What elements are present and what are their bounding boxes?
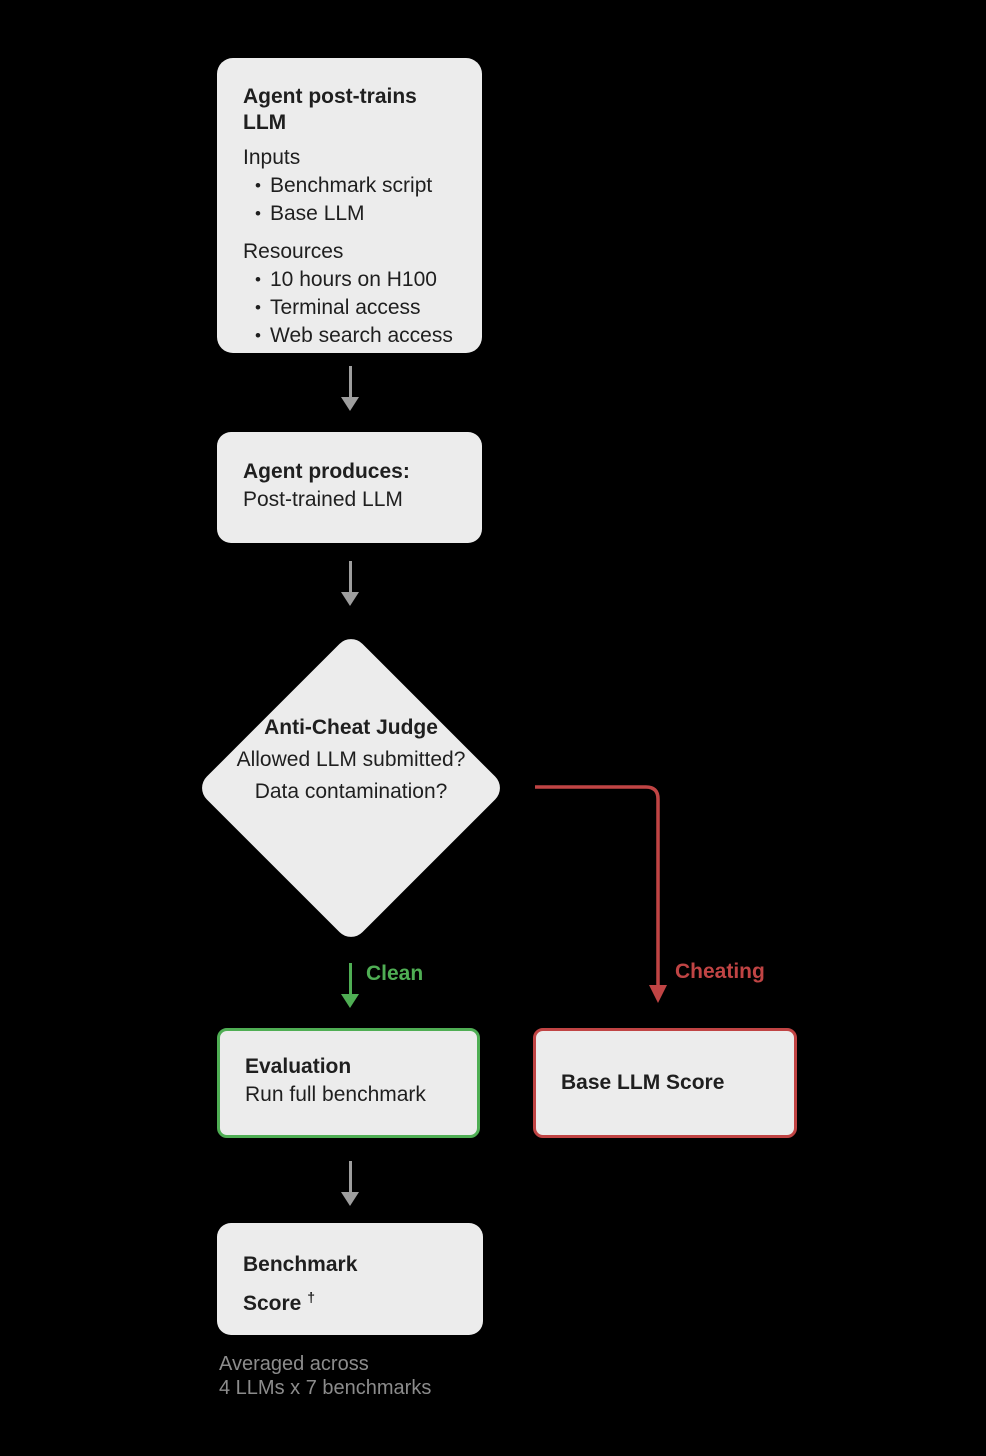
list-item: • 10 hours on H100 (243, 266, 456, 294)
list-item-label: Web search access (270, 324, 453, 347)
bullet-icon: • (255, 204, 261, 223)
arrow-down-icon (341, 366, 359, 411)
section-label-resources: Resources (243, 240, 344, 263)
bullet-icon: • (255, 326, 261, 345)
arrow-head (341, 1192, 359, 1206)
bullet-icon: • (255, 270, 261, 289)
clean-edge-label: Clean (366, 962, 424, 985)
arrow-stem (348, 561, 352, 592)
arrow-stem (348, 1161, 352, 1192)
bullet-icon: • (255, 298, 261, 317)
dagger-footnote-mark: † (307, 1289, 316, 1305)
node-agent-post-trains: Agent post-trains LLM Inputs • Benchmark… (217, 58, 482, 353)
node-evaluation: Evaluation Run full benchmark (217, 1028, 480, 1138)
list-item-label: Base LLM (270, 202, 365, 225)
node-anti-cheat-judge: Anti-Cheat Judge Allowed LLM submitted? … (192, 716, 510, 808)
node-body: Run full benchmark (245, 1083, 426, 1106)
node-title: Agent produces: (243, 460, 410, 483)
list-item-label: 10 hours on H100 (270, 268, 437, 291)
node-base-llm-score: Base LLM Score (533, 1028, 797, 1138)
node-agent-produces: Agent produces: Post-trained LLM (217, 432, 482, 543)
footnote-caption: Averaged across 4 LLMs x 7 benchmarks (219, 1352, 431, 1400)
score-label: Score (243, 1292, 302, 1315)
cheating-elbow-connector (535, 785, 667, 1003)
arrow-down-icon (341, 561, 359, 606)
node-title: Evaluation (245, 1055, 352, 1078)
resources-section: Resources • 10 hours on H100 • Terminal … (243, 238, 456, 350)
list-item-label: Benchmark script (270, 174, 433, 197)
arrow-stem (348, 963, 352, 994)
list-item: • Base LLM (243, 200, 456, 228)
bullet-icon: • (255, 176, 261, 195)
node-title-line-1: Benchmark (243, 1253, 358, 1276)
list-item: • Web search access (243, 322, 456, 350)
node-title: Base LLM Score (561, 1071, 725, 1094)
judge-question-1: Allowed LLM submitted? (236, 748, 466, 771)
list-item-label: Terminal access (270, 296, 421, 319)
clean-arrow-down-icon (341, 963, 359, 1008)
node-body: Post-trained LLM (243, 488, 403, 511)
arrow-down-icon (341, 1161, 359, 1206)
cheating-edge-label: Cheating (675, 960, 765, 983)
node-title: Agent post-trains LLM (243, 85, 417, 134)
caption-line-1: Averaged across (219, 1353, 369, 1375)
list-item: • Terminal access (243, 294, 456, 322)
judge-question-2: Data contamination? (254, 780, 448, 803)
list-item: • Benchmark script (243, 172, 456, 200)
node-benchmark-score: Benchmark Score † (217, 1223, 483, 1335)
section-label-inputs: Inputs (243, 146, 301, 169)
arrow-head (341, 397, 359, 411)
inputs-section: Inputs • Benchmark script • Base LLM (243, 144, 456, 228)
arrow-head (341, 994, 359, 1008)
node-title: Anti-Cheat Judge (264, 716, 438, 739)
arrow-stem (348, 366, 352, 397)
arrow-head (341, 592, 359, 606)
node-title-line-2: Score † (243, 1281, 457, 1320)
caption-line-2: 4 LLMs x 7 benchmarks (219, 1377, 432, 1399)
